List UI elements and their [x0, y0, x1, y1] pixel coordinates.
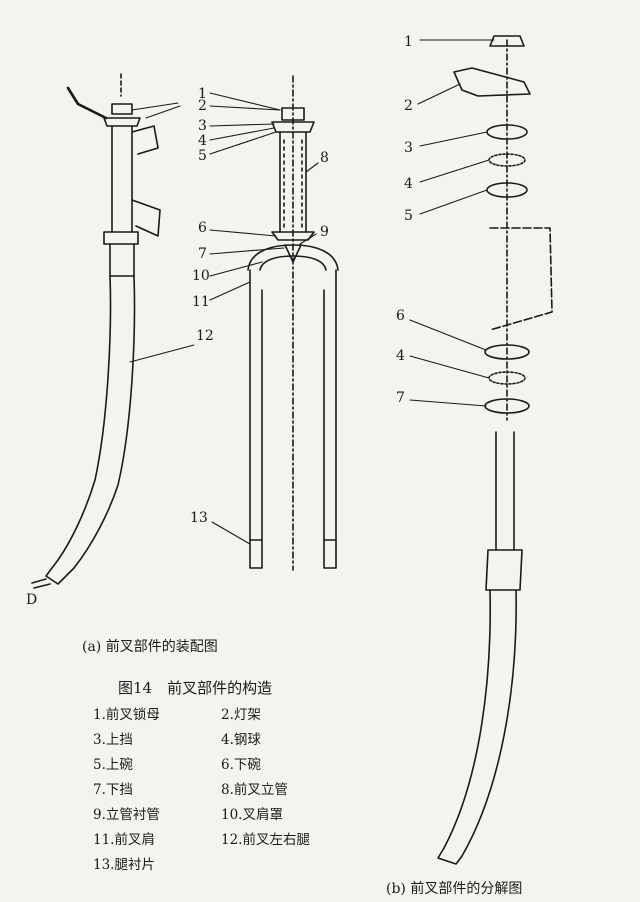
- callout-a-10: 10: [192, 268, 210, 284]
- callout-b-1: 1: [404, 34, 413, 50]
- callouts-b: 1 2 3 4 5 6 4 7: [396, 34, 413, 406]
- parts-legend: 1.前叉锁母 2.灯架 3.上挡 4.钢球 5.上碗 6.下碗 7.下挡 8.前…: [93, 706, 351, 875]
- callout-a-7: 7: [198, 246, 207, 262]
- callout-a-1: 1: [198, 86, 207, 102]
- callout-b-4b: 4: [396, 348, 405, 364]
- callout-b-2: 2: [404, 98, 413, 114]
- callout-b-3: 3: [404, 140, 413, 156]
- callout-b-7: 7: [396, 390, 405, 406]
- legend-item: 1.前叉锁母: [93, 707, 160, 723]
- callout-b-6: 6: [396, 308, 405, 324]
- dimension-d-label: D: [26, 592, 37, 608]
- callout-a-6: 6: [198, 220, 207, 236]
- side-view-fork: [31, 73, 161, 589]
- legend-item: 10.叉肩罩: [221, 807, 283, 823]
- leader-lines: [129, 39, 495, 545]
- callout-a-13: 13: [190, 510, 208, 526]
- legend-item: 8.前叉立管: [221, 782, 288, 798]
- figure-title: 图14 前叉部件的构造: [118, 679, 273, 697]
- legend-item: 3.上挡: [93, 732, 133, 748]
- legend-item: 7.下挡: [93, 782, 133, 798]
- front-view-fork: [247, 75, 339, 571]
- legend-item: 6.下碗: [221, 757, 261, 773]
- callout-b-4: 4: [404, 176, 413, 192]
- legend-item: 9.立管衬管: [93, 807, 160, 823]
- caption-assembly: (a) 前叉部件的装配图: [82, 639, 218, 655]
- callout-a-9: 9: [320, 224, 329, 240]
- callouts-a: 1 2 3 4 5 8 6 7 9 10 11 12 13 D: [26, 86, 329, 608]
- callout-a-12: 12: [196, 328, 214, 344]
- callout-a-5: 5: [198, 148, 207, 164]
- legend-item: 13.腿衬片: [93, 857, 155, 873]
- callout-a-4: 4: [198, 133, 207, 149]
- exploded-view-fork: [437, 35, 553, 865]
- caption-exploded: (b) 前叉部件的分解图: [386, 881, 523, 897]
- legend-item: 5.上碗: [93, 757, 133, 773]
- callout-b-5: 5: [404, 208, 413, 224]
- callout-a-11: 11: [192, 294, 210, 310]
- legend-item: 4.钢球: [221, 732, 261, 748]
- callout-a-3: 3: [198, 118, 207, 134]
- legend-item: 2.灯架: [221, 707, 261, 723]
- legend-item: 11.前叉肩: [93, 832, 155, 848]
- callout-a-8: 8: [320, 150, 329, 166]
- legend-item: 12.前叉左右腿: [221, 832, 310, 848]
- callout-a-2: 2: [198, 98, 207, 114]
